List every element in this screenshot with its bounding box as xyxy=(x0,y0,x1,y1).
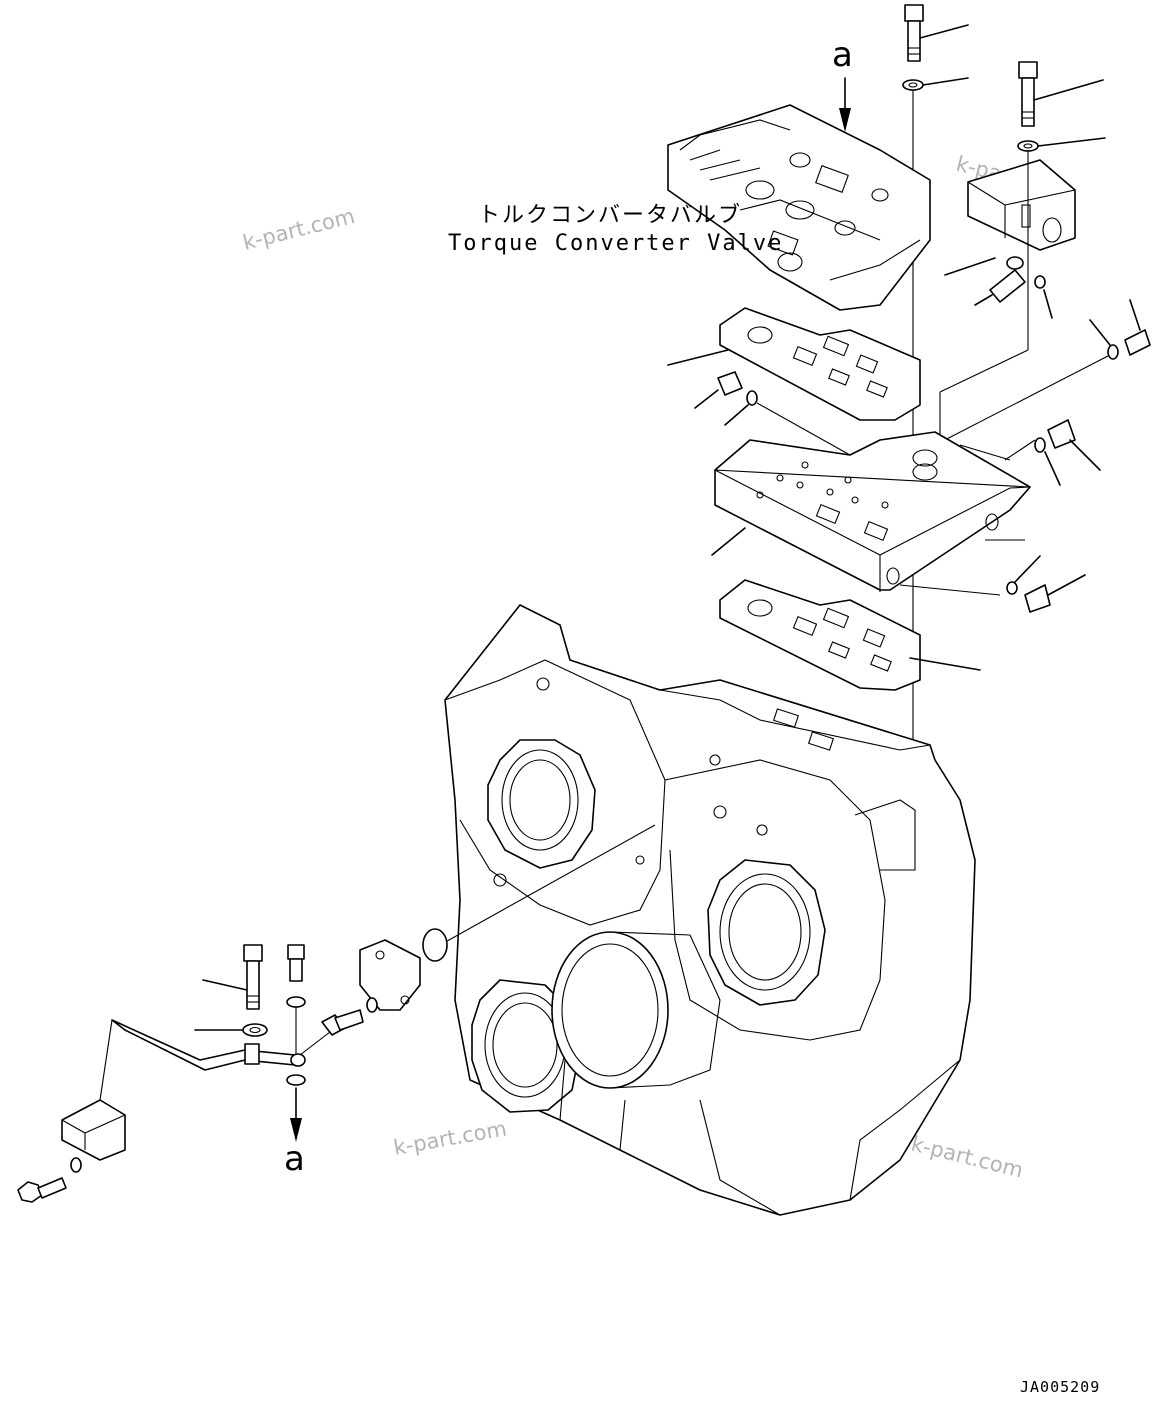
bolt-bottom-2 xyxy=(287,944,305,1055)
valve-block-small xyxy=(967,159,1076,251)
watermark-left: k-part.com xyxy=(240,204,357,255)
washer-top-2 xyxy=(1017,137,1106,152)
reference-arrow-top: a xyxy=(832,35,853,235)
bolt-bottom-1 xyxy=(202,944,263,1010)
bolt-pipe-end xyxy=(17,1157,82,1203)
drawing-code: JA005209 xyxy=(1020,1378,1100,1396)
reference-mark-top: a xyxy=(832,35,853,75)
plug-right-mid xyxy=(1034,419,1101,486)
valve-plate xyxy=(711,431,1031,592)
transmission-housing xyxy=(444,604,976,1216)
reference-arrow-bottom: a xyxy=(284,1087,305,1179)
torque-converter-valve xyxy=(667,104,931,311)
plug-cover xyxy=(422,928,448,962)
o-rings-small-block xyxy=(944,256,1053,319)
plug-right-top xyxy=(934,299,1151,446)
washer-bottom-3 xyxy=(286,1074,306,1086)
valve-label-japanese: トルクコンバータバルブ xyxy=(478,203,742,228)
washer-top-1 xyxy=(902,77,969,91)
washer-bottom-2 xyxy=(286,996,306,1008)
flange-bracket xyxy=(299,939,421,1056)
reference-mark-bottom: a xyxy=(284,1139,305,1179)
gasket-lower xyxy=(719,579,981,691)
washer-bottom-1 xyxy=(194,1023,268,1037)
valve-label-english: Torque Converter Valve xyxy=(448,231,783,256)
bolt-top-1 xyxy=(904,4,969,62)
fitting-left-plate xyxy=(694,371,851,456)
plug-right-bottom xyxy=(1006,555,1086,613)
assembly-line-plug xyxy=(439,824,656,946)
bolt-top-2 xyxy=(1018,61,1104,127)
watermark-bottom-left: k-part.com xyxy=(392,1116,509,1159)
watermark-bottom-right: k-part.com xyxy=(909,1132,1026,1183)
gasket-upper xyxy=(667,307,921,421)
oil-pipe xyxy=(61,1019,306,1161)
